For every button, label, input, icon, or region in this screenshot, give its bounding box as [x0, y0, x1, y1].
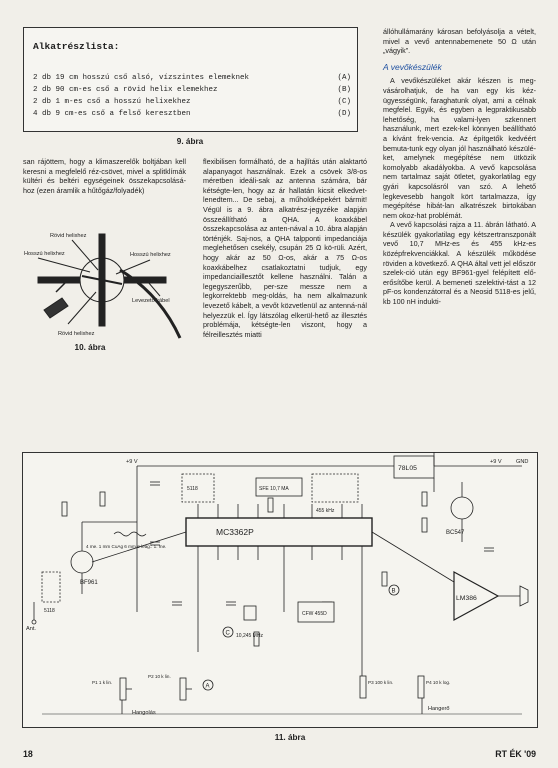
schematic-label: 5118: [44, 608, 55, 614]
column-2: flexibilisen formálható, de a hajlítás u…: [203, 157, 367, 339]
parts-list-row: 2 db 19 cm hosszú cső alsó, vízszintes e…: [33, 74, 351, 82]
schematic-label: Ant.: [26, 626, 36, 632]
speaker-icon: [519, 585, 529, 607]
schematic-label: A: [206, 684, 210, 690]
fig10-label: Rövid helixhez: [58, 331, 95, 337]
pot-p3: [359, 675, 367, 699]
journal-name: RT ÉK '09: [495, 749, 536, 759]
fig10-label: Hosszú helixhez: [24, 251, 65, 257]
pot-p4: [417, 675, 425, 699]
mark-a: [202, 679, 214, 691]
fig10-label: Levezető kábel: [132, 298, 170, 304]
schematic-label: MC3362P: [216, 527, 254, 537]
schematic-label: B: [392, 589, 396, 595]
column-1: san rájöttem, hogy a klimaszerelők boltj…: [23, 157, 186, 195]
schematic-label: 455 kHz: [316, 508, 335, 514]
schematic-label: Hangolás: [132, 710, 156, 716]
schematic-label: P3 100 k lin.: [368, 680, 393, 685]
parts-list-row: 4 db 9 cm-es cső a felső keresztben(D): [33, 110, 351, 118]
fig10-caption: 10. ábra: [74, 343, 106, 352]
schematic-label: BC547: [446, 530, 465, 536]
schematic-label: Hangerő: [428, 706, 449, 712]
schematic-label: GND: [516, 459, 528, 465]
schematic-label: CFW 455D: [302, 611, 327, 617]
mark-b: [388, 584, 400, 596]
schematic-label: 5118: [187, 486, 198, 492]
cable-line: [119, 268, 182, 339]
fig10-label: Rövid helixhez: [50, 233, 87, 239]
col2-paragraph: flexibilisen formálható, de a hajlítás u…: [203, 157, 367, 339]
schematic-label: P1 1 k lin.: [92, 680, 112, 685]
fig11-receiver-schematic: MC3362P 78L05 LM386 BF961 BC547 5118 511…: [22, 452, 538, 728]
schematic-label: LM386: [456, 595, 477, 602]
ic-mc3362p: [185, 517, 373, 547]
col3-paragraph: A vevő kapcsolási rajza a 11. ábrán láth…: [383, 220, 536, 307]
input-coil-5118: [41, 571, 61, 603]
schematic-label: BF961: [80, 580, 98, 586]
schematic-label: SFE 10,7 MA: [259, 486, 289, 492]
col1-paragraph: san rájöttem, hogy a klimaszerelők boltj…: [23, 157, 186, 195]
coil-4t: [113, 531, 147, 537]
schematic-label: 78L05: [398, 465, 417, 472]
mark-c: [222, 626, 234, 638]
schematic-label: +9 V: [490, 459, 502, 465]
ic-lm386: [453, 570, 500, 622]
col3-paragraph: A vevőkészüléket akár készen is meg-vásá…: [383, 76, 536, 220]
fig11-caption: 11. ábra: [274, 733, 306, 742]
fig10-antenna-diagram: Rövid helixhez Hosszú helixhez Hosszú he…: [24, 233, 182, 339]
parts-list-row: 2 db 1 m-es cső a hosszú helixekhez(C): [33, 98, 351, 106]
filter-cfw: [297, 601, 335, 623]
column-3: állóhullámarány károsan befolyásolja a v…: [383, 27, 536, 307]
connector-plug: [43, 297, 69, 319]
ic-78l05: [393, 455, 435, 479]
schematic-label: 4 me. 1 mm CuAg 6 mm ø leág.: 1. me.: [86, 544, 166, 549]
schematic-label: 10,245 MHz: [236, 633, 263, 639]
fig10-label: Hosszú helixhez: [130, 252, 171, 258]
parts-list-title: Alkatrészlista:: [33, 41, 120, 52]
if-coil-455: [311, 473, 359, 503]
section-heading: A vevőkészülék: [383, 61, 442, 72]
parts-list-row: 2 db 90 cm-es cső a rövid helix elemekhe…: [33, 86, 351, 94]
transistor-bf961: [70, 550, 94, 574]
schematic-label: C: [226, 631, 231, 637]
filter-sfe: [255, 477, 303, 497]
fig9-caption: 9. ábra: [176, 137, 204, 146]
col3-paragraph: állóhullámarány károsan befolyásolja a v…: [383, 27, 536, 56]
schematic-label: P2 10 k lin.: [148, 674, 171, 679]
schematic-label: P4 10 k log.: [426, 680, 450, 685]
osc-coil-5118: [181, 473, 215, 503]
page-number: 18: [23, 749, 33, 759]
crystal: [243, 605, 257, 621]
transistor-bc547: [450, 496, 474, 520]
parts-list-box: Alkatrészlista: 2 db 19 cm hosszú cső al…: [23, 27, 358, 132]
schematic-label: +9 V: [126, 459, 138, 465]
